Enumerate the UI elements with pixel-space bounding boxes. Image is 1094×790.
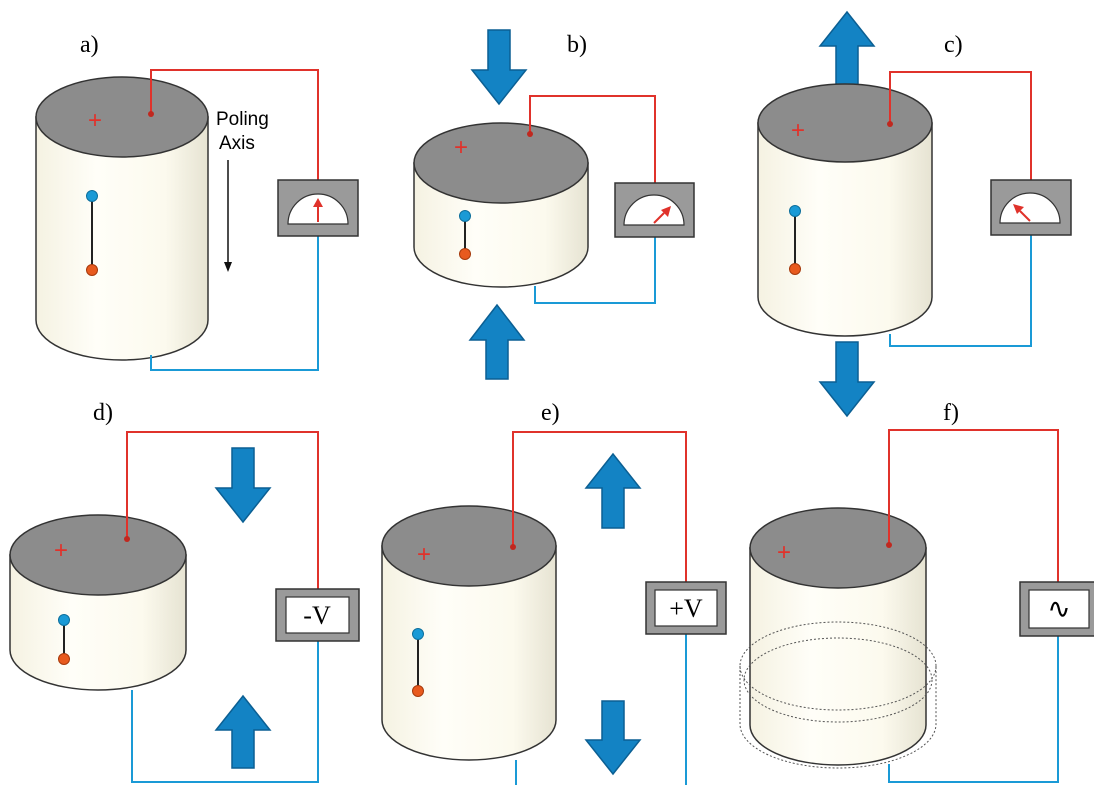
ac-wave-icon: ∿	[1047, 593, 1070, 624]
plus-sign-d: +	[54, 537, 68, 564]
panel-c: c) +	[757, 10, 1072, 418]
plus-sign-a: +	[88, 107, 102, 134]
panel-d: d) + -V	[9, 400, 360, 783]
panel-label-e: e)	[541, 400, 560, 426]
tension-arrow-bottom-c	[818, 341, 876, 418]
bottom-wire-d	[131, 641, 319, 783]
meter-c	[990, 179, 1072, 236]
cylinder-c	[757, 83, 933, 337]
cylinder-e	[381, 505, 557, 761]
poling-axis-arrow	[224, 160, 232, 272]
panel-label-b: b)	[567, 32, 587, 58]
panel-label-a: a)	[80, 32, 99, 58]
panel-label-f: f)	[943, 400, 959, 426]
tension-arrow-top-e	[584, 452, 642, 529]
top-wire-d	[126, 431, 319, 589]
cylinder-f	[739, 507, 937, 769]
top-electrode-f	[749, 507, 927, 589]
ac-source-f: ∿	[1019, 581, 1094, 637]
tension-arrow-top-c	[818, 10, 876, 87]
cylinder-d	[9, 514, 187, 691]
dipole-a	[86, 190, 98, 276]
tension-arrow-bottom-e	[584, 700, 642, 776]
panel-label-c: c)	[944, 32, 963, 58]
top-wire-b	[529, 95, 656, 183]
source-label-d: -V	[303, 601, 331, 630]
meter-a	[277, 179, 359, 237]
meter-b	[614, 182, 695, 238]
compress-arrow-top-d	[214, 447, 272, 524]
bottom-wire-c	[889, 235, 1032, 347]
poling-axis-label-line1: Poling	[216, 109, 269, 130]
panel-f: f) + ∿	[739, 400, 1094, 783]
plus-sign-c: +	[791, 117, 805, 144]
poling-axis-label-line2: Axis	[219, 133, 255, 154]
panel-b: b) +	[413, 29, 695, 380]
compress-arrow-top-b	[470, 29, 528, 106]
dipole-c	[789, 205, 801, 275]
plus-sign-b: +	[454, 134, 468, 161]
dipole-e	[412, 628, 424, 697]
dipole-b	[459, 210, 471, 260]
plus-sign-e: +	[417, 541, 431, 568]
top-electrode-c	[757, 83, 933, 163]
bottom-wire-b	[534, 237, 656, 304]
voltage-source-d: -V	[275, 588, 360, 642]
compress-arrow-bottom-d	[214, 694, 272, 769]
top-electrode-b	[413, 122, 589, 204]
top-wire-c	[889, 71, 1032, 180]
plus-sign-f: +	[777, 539, 791, 566]
dipole-d	[58, 614, 70, 665]
top-electrode-d	[9, 514, 187, 596]
top-wire-f	[888, 429, 1059, 582]
top-electrode-e	[381, 505, 557, 587]
cylinder-a	[35, 76, 209, 361]
oscillation-outline-f	[739, 621, 937, 769]
panel-label-d: d)	[93, 400, 113, 426]
cylinder-b	[413, 122, 589, 288]
panel-a: a) + Poling Axis	[35, 32, 359, 371]
top-wire-e	[512, 431, 687, 582]
source-label-e: +V	[669, 594, 703, 623]
voltage-source-e: +V	[645, 581, 727, 635]
compress-arrow-bottom-b	[468, 303, 526, 380]
top-wire-a	[150, 69, 319, 180]
panel-e: e) + +V	[381, 400, 727, 785]
bottom-wire-e	[515, 634, 687, 785]
bottom-wire-a	[150, 236, 319, 371]
bottom-wire-f	[888, 636, 1059, 783]
top-electrode-a	[35, 76, 209, 158]
